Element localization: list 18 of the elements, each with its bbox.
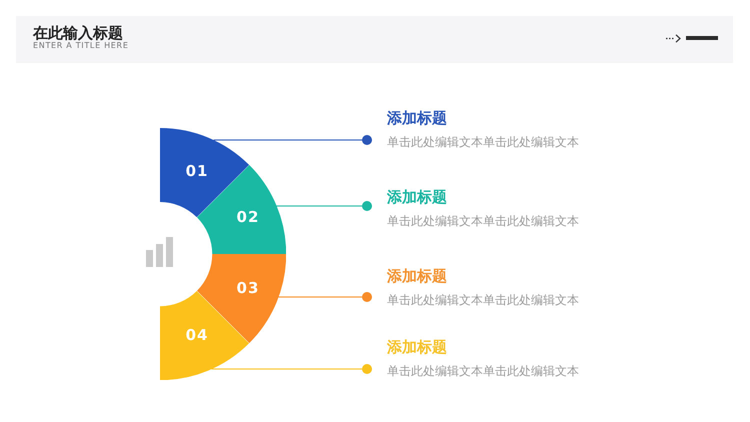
body-text: 单击此处编辑文本单击此处编辑文本 (387, 292, 580, 308)
segment-number: 03 (236, 279, 260, 297)
subtitle: ENTER A TITLE HERE (33, 41, 129, 51)
connector-line (278, 292, 372, 302)
body-text: 单击此处编辑文本单击此处编辑文本 (387, 134, 580, 150)
connector-line (213, 135, 372, 145)
body-text: 单击此处编辑文本单击此处编辑文本 (387, 213, 580, 229)
segment-number: 01 (186, 162, 208, 180)
title: 在此输入标题 (33, 24, 123, 42)
connector-line (276, 201, 372, 211)
body-text: 单击此处编辑文本单击此处编辑文本 (387, 363, 580, 379)
heading: 添加标题 (387, 337, 448, 357)
connector-line (211, 364, 372, 374)
heading: 添加标题 (387, 266, 448, 286)
segment-number: 04 (186, 326, 208, 344)
segment-number: 02 (236, 208, 260, 226)
heading: 添加标题 (387, 187, 448, 207)
heading: 添加标题 (387, 108, 448, 128)
